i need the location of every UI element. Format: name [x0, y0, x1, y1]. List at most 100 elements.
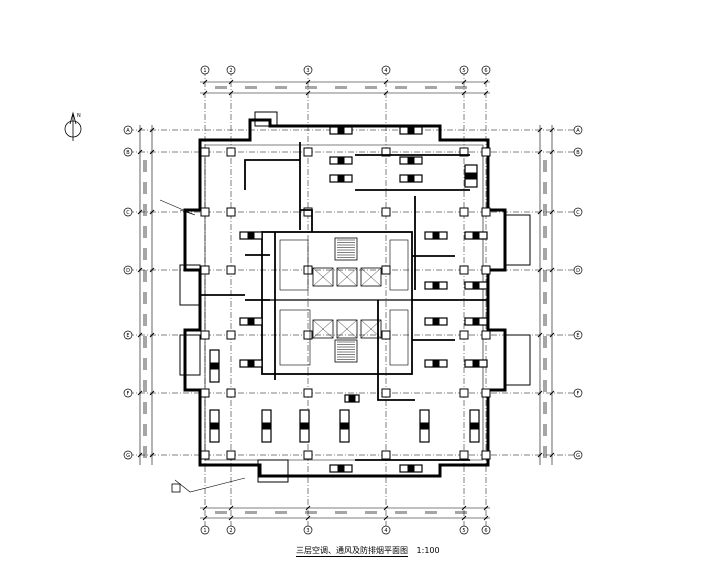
dimension-text-mark [425, 511, 437, 514]
fan-coil-fill [210, 422, 219, 430]
dimension-tick [202, 505, 208, 511]
structural-column [200, 330, 210, 340]
fan-coil-fill [407, 465, 415, 472]
north-label: N [77, 113, 81, 119]
structural-column [381, 450, 391, 460]
structural-column [481, 330, 491, 340]
fan-coil-fill [210, 362, 219, 370]
balcony [179, 264, 201, 306]
dimension-text-mark [543, 336, 547, 348]
grid-bubble [123, 330, 133, 340]
hvac-equipment [209, 126, 488, 473]
structural-column [303, 388, 313, 398]
shaft [389, 239, 409, 291]
dimension-text-mark [543, 182, 547, 194]
grid-bubble [459, 525, 469, 535]
ductwork [159, 142, 488, 493]
dimension-text-mark [245, 511, 257, 514]
elevator-shaft [360, 319, 382, 339]
fan-coil-fill [348, 395, 356, 402]
grid-bubble-label: C [126, 210, 130, 216]
structural-column [481, 388, 491, 398]
grid-bubble-label: 5 [462, 528, 465, 534]
dimension-text-mark [275, 511, 287, 514]
duct-run [377, 300, 415, 401]
fan-coil-fill [407, 157, 415, 164]
core-boundary [261, 231, 413, 375]
grid-bubble [573, 388, 583, 398]
dimension-text-mark [395, 86, 407, 89]
dimension-text-mark [275, 86, 287, 89]
dimension-text-mark [543, 204, 547, 216]
structural-column [459, 147, 469, 157]
structural-column [481, 207, 491, 217]
grid-bubble-label: 2 [229, 68, 232, 74]
dimension-text-mark [143, 204, 147, 216]
structural-column [459, 450, 469, 460]
dimension-text-mark [143, 424, 147, 436]
dimension-text-mark [543, 314, 547, 326]
structural-column [226, 265, 236, 275]
grid-bubble-label: 2 [229, 528, 232, 534]
dimension-text-mark [543, 292, 547, 304]
grid-bubble-label: 5 [462, 68, 465, 74]
structural-column [459, 207, 469, 217]
grid-bubble [200, 525, 210, 535]
stairwell [334, 339, 358, 363]
fan-coil-fill [337, 157, 345, 164]
dimension-text-mark [543, 402, 547, 414]
stair-notch [254, 111, 278, 127]
grid-bubble-label: C [576, 210, 580, 216]
drawing-caption: 三层空调、通风及防排烟平面图 1:100 [296, 545, 440, 557]
structural-column [303, 147, 313, 157]
elevator-shaft [360, 267, 382, 287]
dimension-text-mark [543, 424, 547, 436]
caption-scale: 1:100 [416, 546, 440, 555]
fan-coil-fill [247, 360, 255, 367]
structural-column [226, 330, 236, 340]
dimension-text-mark [143, 292, 147, 304]
dimension-text-mark [245, 86, 257, 89]
grid-bubble-label: F [577, 391, 580, 397]
leader-line [174, 477, 246, 493]
dimension-text-mark [305, 86, 317, 89]
grid-bubble [481, 525, 491, 535]
grid-bubble-label: 6 [484, 528, 487, 534]
shaft [389, 309, 409, 366]
grid-bubble-label: 4 [384, 528, 387, 534]
structural-column [381, 330, 391, 340]
dimension-tick [228, 505, 234, 511]
toilet-room [279, 309, 311, 366]
balcony [179, 334, 201, 376]
dimension-text-mark [543, 226, 547, 238]
fan-coil-fill [337, 175, 345, 182]
fan-coil-fill [407, 127, 415, 134]
walls [179, 111, 531, 483]
detail-marker [171, 483, 181, 493]
dimension-text-mark [143, 336, 147, 348]
structural-column [200, 207, 210, 217]
grid-bubble-label: A [576, 128, 580, 134]
elevator-cross [336, 319, 358, 339]
grid-bubble [459, 65, 469, 75]
grid-bubble [573, 330, 583, 340]
grid-bubble-label: 3 [306, 528, 309, 534]
grid-bubble [573, 450, 583, 460]
fan-coil-fill [432, 360, 440, 367]
dimension-text-mark [143, 314, 147, 326]
toilet-room [279, 239, 309, 291]
dimension-text-mark [543, 358, 547, 370]
stairwell [334, 237, 358, 261]
dimension-tick [483, 505, 489, 511]
elevator-cross [336, 267, 358, 287]
interior-wall-line [204, 144, 484, 461]
grid-bubble-label: E [126, 333, 129, 339]
fan-coil-fill [340, 422, 349, 430]
balcony [504, 214, 531, 266]
grid-bubble [573, 147, 583, 157]
dimension-text-mark [365, 511, 377, 514]
dimension-tick [461, 505, 467, 511]
dimension-text-mark [543, 270, 547, 282]
dimension-text-mark [143, 402, 147, 414]
